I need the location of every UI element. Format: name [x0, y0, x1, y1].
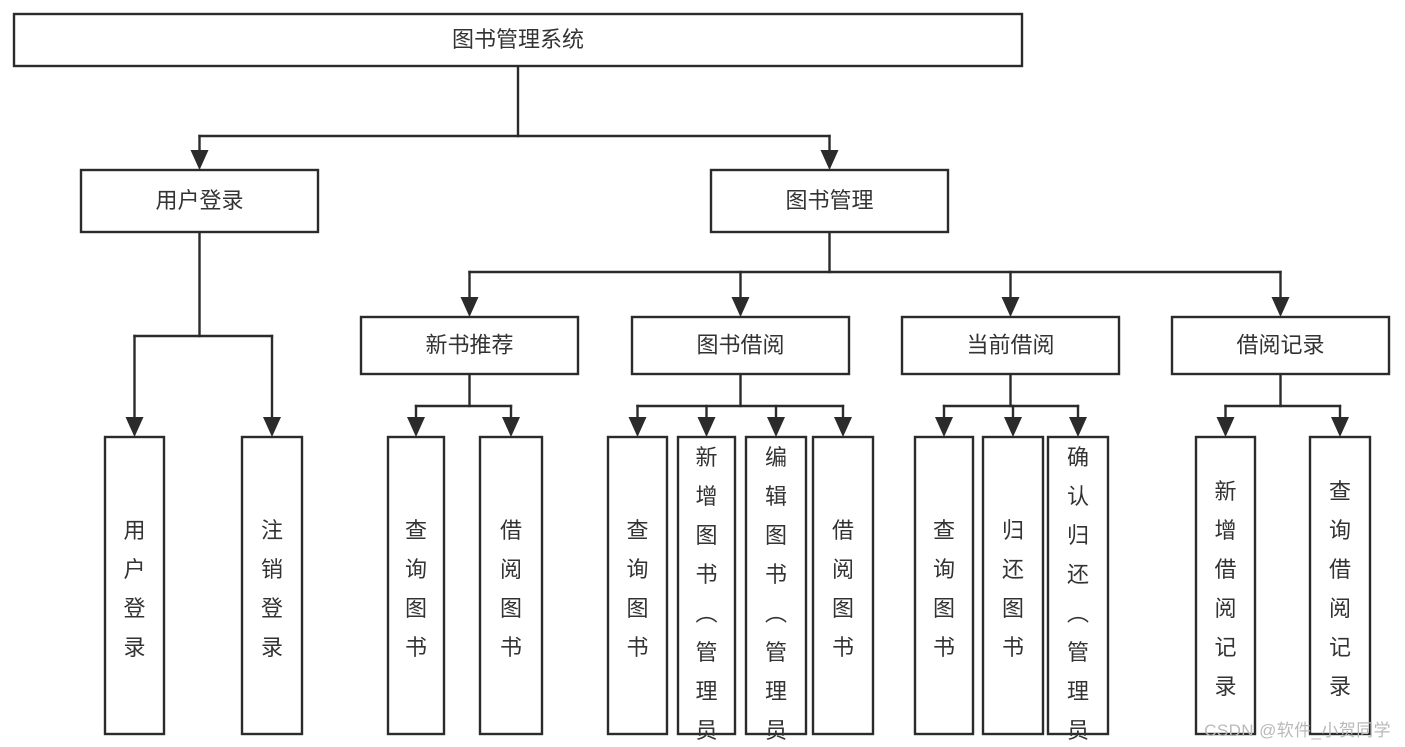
- arrow-head-icon: [263, 417, 281, 437]
- node-label: 当前借阅: [966, 332, 1054, 357]
- node-root-0[interactable]: 图书管理系统: [12, 12, 1024, 68]
- node-box: [103, 435, 166, 736]
- node-leaf-6[interactable]: 编辑图书︵管理员︶: [744, 435, 808, 747]
- node-box: [79, 168, 320, 234]
- arrow-head-icon: [820, 150, 839, 170]
- node-leaf-9[interactable]: 归还图书: [981, 435, 1045, 736]
- node-box: [12, 12, 1024, 68]
- arrow-head-icon: [1004, 417, 1022, 437]
- arrow-head-icon: [1069, 417, 1087, 437]
- node-level2-1[interactable]: 图书管理: [709, 168, 950, 234]
- node-box: [240, 435, 304, 736]
- node-box: [606, 435, 669, 736]
- node-label: 借阅图书: [832, 518, 854, 660]
- arrow-head-icon: [460, 297, 479, 317]
- node-label: 查询图书: [626, 518, 648, 660]
- node-leaf-1[interactable]: 注销登录: [240, 435, 304, 736]
- node-label: 归还图书: [1002, 518, 1024, 660]
- arrow-head-icon: [502, 417, 520, 437]
- node-level3-2[interactable]: 当前借阅: [900, 315, 1121, 376]
- arrow-head-icon: [407, 417, 425, 437]
- arrow-head-icon: [1331, 417, 1349, 437]
- node-label: 图书借阅: [696, 332, 784, 357]
- node-label: 新书推荐: [425, 332, 513, 357]
- node-level3-1[interactable]: 图书借阅: [630, 315, 851, 376]
- node-box: [676, 435, 737, 736]
- node-label: 借阅图书: [500, 518, 522, 660]
- node-label: 编辑图书︵管理员︶: [765, 445, 787, 747]
- node-box: [478, 435, 544, 736]
- node-leaf-0[interactable]: 用户登录: [103, 435, 166, 736]
- node-box: [709, 168, 950, 234]
- arrow-head-icon: [767, 417, 785, 437]
- node-label: 新增图书︵管理员︶: [695, 445, 717, 747]
- node-label: 借阅记录: [1236, 332, 1324, 357]
- node-box: [981, 435, 1045, 736]
- arrow-head-icon: [731, 297, 750, 317]
- node-box: [359, 315, 580, 376]
- node-box: [1170, 315, 1391, 376]
- node-label: 用户登录: [123, 518, 145, 660]
- node-box: [744, 435, 808, 736]
- node-level3-0[interactable]: 新书推荐: [359, 315, 580, 376]
- node-box: [811, 435, 875, 736]
- node-box: [386, 435, 446, 736]
- node-label: 新增借阅记录: [1214, 479, 1236, 699]
- node-box: [1194, 435, 1257, 736]
- node-box: [630, 315, 851, 376]
- arrow-head-icon: [1001, 297, 1020, 317]
- node-box: [900, 315, 1121, 376]
- node-leaf-8[interactable]: 查询图书: [913, 435, 975, 736]
- arrow-head-icon: [628, 417, 647, 437]
- node-leaf-7[interactable]: 借阅图书: [811, 435, 875, 736]
- arrow-head-icon: [1271, 297, 1290, 317]
- node-leaf-11[interactable]: 新增借阅记录: [1194, 435, 1257, 736]
- node-label: 查询借阅记录: [1329, 479, 1351, 699]
- node-label: 查询图书: [405, 518, 427, 660]
- node-box: [913, 435, 975, 736]
- node-leaf-2[interactable]: 查询图书: [386, 435, 446, 736]
- node-level3-3[interactable]: 借阅记录: [1170, 315, 1391, 376]
- node-layer: 图书管理系统用户登录图书管理新书推荐图书借阅当前借阅借阅记录用户登录注销登录查询…: [12, 12, 1391, 747]
- node-leaf-4[interactable]: 查询图书: [606, 435, 669, 736]
- node-box: [1046, 435, 1110, 736]
- node-box: [1308, 435, 1372, 736]
- arrow-head-icon: [935, 417, 953, 437]
- watermark-label: CSDN @软件_小贺同学: [1204, 721, 1391, 740]
- node-label: 图书管理: [785, 188, 873, 213]
- arrow-head-icon: [834, 417, 852, 437]
- node-label: 注销登录: [261, 518, 283, 660]
- arrow-head-icon: [697, 417, 716, 437]
- node-label: 查询图书: [933, 518, 955, 660]
- node-label: 用户登录: [155, 188, 243, 213]
- connector-layer: [125, 64, 1349, 437]
- node-leaf-5[interactable]: 新增图书︵管理员︶: [676, 435, 737, 747]
- node-label: 确认归还︵管理员︶: [1067, 445, 1089, 747]
- node-leaf-3[interactable]: 借阅图书: [478, 435, 544, 736]
- arrow-head-icon: [125, 417, 144, 437]
- node-leaf-10[interactable]: 确认归还︵管理员︶: [1046, 435, 1110, 747]
- node-leaf-12[interactable]: 查询借阅记录: [1308, 435, 1372, 736]
- node-label: 图书管理系统: [452, 27, 584, 52]
- node-level2-0[interactable]: 用户登录: [79, 168, 320, 234]
- arrow-head-icon: [1216, 417, 1235, 437]
- arrow-head-icon: [190, 150, 209, 170]
